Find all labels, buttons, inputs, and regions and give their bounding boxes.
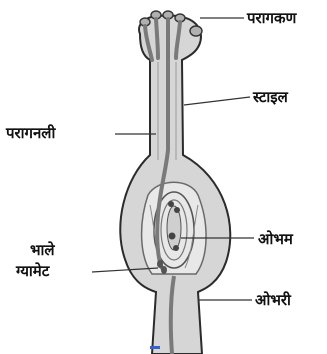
label-male-gamete-line1: भाले <box>30 241 55 259</box>
label-pollen-grain: परागकण <box>247 9 296 27</box>
label-style: स्टाइल <box>253 88 288 106</box>
label-male-gamete-line2: ग्यामेट <box>16 262 49 280</box>
base-mark <box>150 346 160 349</box>
label-ovule: ओभम <box>258 230 293 248</box>
label-pollen-tube: परागनली <box>6 124 55 142</box>
label-ovary: ओभरी <box>255 291 291 309</box>
